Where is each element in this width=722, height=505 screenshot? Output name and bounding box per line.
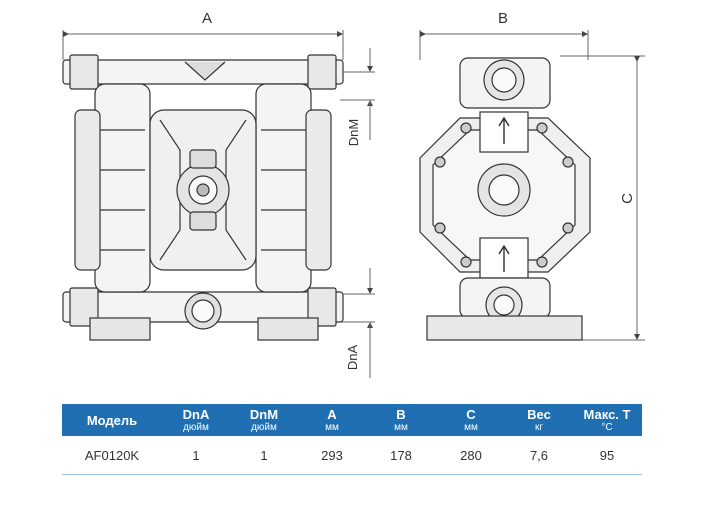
header-max-temp: Макс. T°C bbox=[572, 404, 642, 436]
cell-weight: 7,6 bbox=[506, 436, 572, 475]
cell-max-temp: 95 bbox=[572, 436, 642, 475]
dimension-dna-line bbox=[340, 268, 375, 378]
cell-model: AF0120K bbox=[62, 436, 162, 475]
dimension-a-line bbox=[62, 30, 344, 60]
dnm-label: DnM bbox=[346, 118, 362, 147]
dimension-c-label: C bbox=[618, 193, 636, 204]
technical-drawing: A B C DnM DnA bbox=[62, 10, 645, 378]
pump-side-view bbox=[419, 57, 591, 341]
pump-drawing-svg bbox=[62, 30, 645, 378]
dimension-a-label: A bbox=[202, 10, 213, 27]
dna-label: DnA bbox=[345, 344, 361, 371]
cell-c: 280 bbox=[436, 436, 506, 475]
cell-b: 178 bbox=[366, 436, 436, 475]
cell-a: 293 bbox=[298, 436, 366, 475]
dimension-b-line bbox=[419, 30, 589, 60]
header-model: Модель bbox=[62, 404, 162, 436]
cell-dna: 1 bbox=[162, 436, 230, 475]
table-row: AF0120K 1 1 293 178 280 7,6 95 bbox=[62, 436, 642, 475]
flow-arrow-bottom bbox=[498, 244, 510, 272]
cell-dnm: 1 bbox=[230, 436, 298, 475]
dimension-dnm-line bbox=[340, 48, 375, 140]
dimension-b-label: B bbox=[498, 10, 509, 27]
pump-front-view bbox=[62, 54, 344, 341]
flow-arrow-top bbox=[498, 116, 510, 144]
